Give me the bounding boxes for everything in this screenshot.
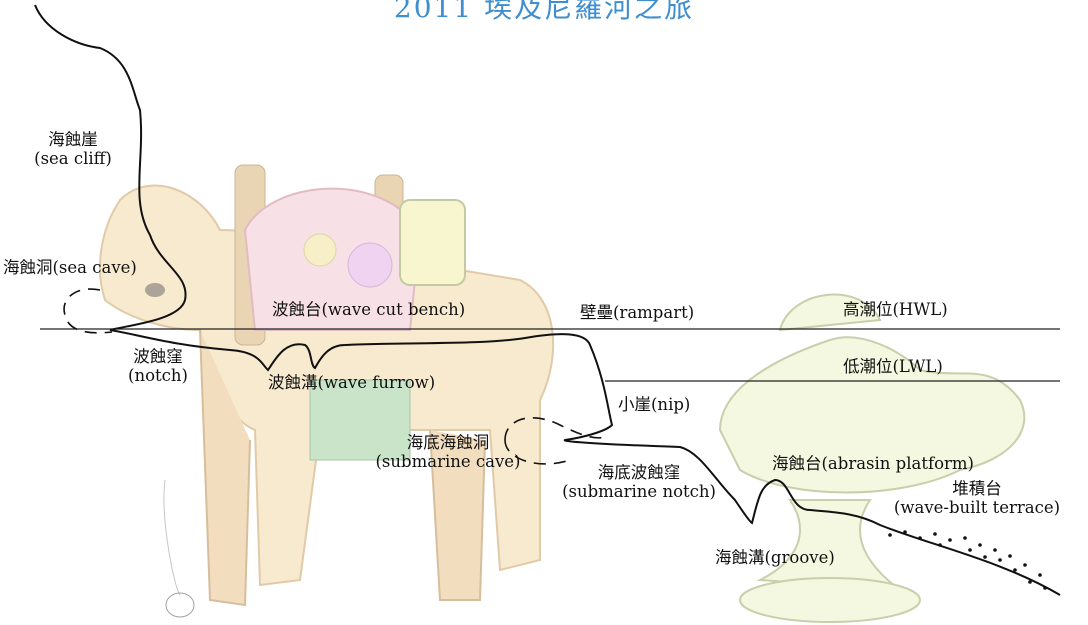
wave-built-terrace-label-zh: 堆積台 [952, 479, 1002, 498]
nip-label: 小崖(nip) [618, 395, 691, 414]
page-title: 2011 埃及尼羅河之旅 [393, 0, 695, 24]
submarine-cave-label-zh: 海底海蝕洞 [406, 433, 490, 452]
submarine-cave-outline [504, 416, 606, 465]
coastline-profile [34, 4, 1061, 596]
notch-label-en: (notch) [128, 366, 188, 386]
sea-cave-label: 海蝕洞(sea cave) [3, 258, 137, 277]
groove-label: 海蝕溝(groove) [715, 548, 835, 567]
sea-cliff-label: 海蝕崖 (sea cliff) [12, 130, 134, 169]
wave-built-terrace-label: 堆積台 (wave-built terrace) [872, 479, 1082, 518]
submarine-cave-label: 海底海蝕洞 (submarine cave) [368, 433, 528, 472]
abrasion-platform-label: 海蝕台(abrasin platform) [772, 454, 974, 473]
submarine-cave-label-en: (submarine cave) [375, 452, 521, 472]
notch-label-zh: 波蝕窪 [133, 347, 183, 366]
notch-label: 波蝕窪 (notch) [112, 347, 204, 386]
wave-built-terrace-dots [888, 530, 1047, 590]
wave-built-terrace-label-en: (wave-built terrace) [893, 498, 1061, 518]
submarine-notch-label: 海底波蝕窪 (submarine notch) [553, 463, 725, 502]
submarine-notch-label-zh: 海底波蝕窪 [597, 463, 681, 482]
sea-cliff-label-zh: 海蝕崖 [48, 130, 98, 149]
donkey-drawing [99, 164, 555, 618]
wave-furrow-label: 波蝕溝(wave furrow) [268, 373, 436, 392]
wave-cut-bench-label: 波蝕台(wave cut bench) [272, 300, 466, 319]
submarine-notch-label-en: (submarine notch) [562, 482, 716, 502]
lamp-drawing [718, 293, 1026, 623]
sea-cave-outline [63, 288, 113, 334]
hwl-label: 高潮位(HWL) [843, 300, 948, 319]
sea-cliff-label-en: (sea cliff) [34, 149, 112, 169]
lwl-label: 低潮位(LWL) [843, 357, 943, 376]
rampart-label: 壁壘(rampart) [580, 303, 695, 322]
